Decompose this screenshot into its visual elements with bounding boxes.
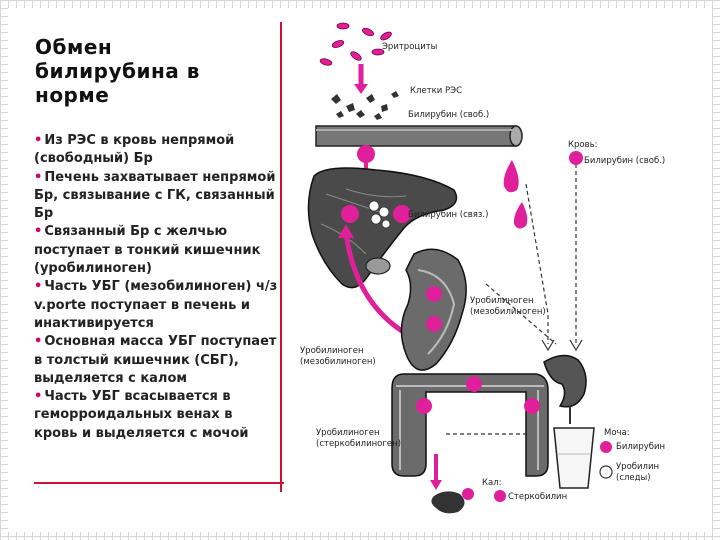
urobilinogen-drop-icon (466, 376, 482, 392)
slide-title: Обмен билирубина в норме (35, 35, 265, 107)
bullet-marker: • (34, 170, 42, 185)
bullet-marker: • (34, 224, 42, 239)
label-urobilin-trace: (следы) (616, 473, 651, 483)
label-stercobilinogen: (стеркобилиноген) (316, 439, 401, 449)
accent-line-horizontal (34, 482, 284, 484)
label-urine-bilirubin: Билирубин (616, 442, 665, 452)
drop-icon (504, 160, 519, 192)
bullet-item: •Часть УБГ всасывается в геморроидальных… (34, 388, 280, 443)
bullet-marker: • (34, 279, 42, 294)
bullet-item: •Основная масса УБГ поступает в толстый … (34, 333, 280, 388)
urine-cup-icon (554, 428, 594, 488)
bullet-marker: • (34, 334, 42, 349)
label-blood-bilirubin-free: Билирубин (своб.) (584, 156, 665, 166)
urobilinogen-drop-icon (524, 398, 540, 414)
drop-icon (514, 202, 527, 229)
bilirubin-drop-icon (341, 205, 359, 223)
label-erythrocytes: Эритроциты (382, 42, 437, 52)
bilirubin-metabolism-diagram: Эритроциты Клетки РЭС Билирубин (своб.) … (286, 14, 680, 518)
bullet-text: Из РЭС в кровь непрямой (свободный) Бр (34, 133, 234, 166)
bullet-list: •Из РЭС в кровь непрямой (свободный) Бр … (34, 132, 280, 443)
bilirubin-drop-icon (357, 145, 375, 163)
label-urobilin: Уробилин (616, 462, 659, 472)
label-urobilinogen: Уробилиноген (470, 296, 534, 306)
bullet-text: Печень захватывает непрямой Бр, связыван… (34, 170, 275, 222)
urine-bilirubin-dot (600, 441, 612, 453)
bullet-item: •Часть УБГ (мезобилиноген) ч/з v.porte п… (34, 278, 280, 333)
label-mesobilinogen: (мезобилиноген) (470, 307, 546, 317)
bilirubin-free-dot (569, 151, 583, 165)
label-urobilinogen: Уробилиноген (316, 428, 380, 438)
bullet-text: Основная масса УБГ поступает в толстый к… (34, 334, 276, 386)
label-bilirubin-bound: Билирубин (связ.) (408, 210, 488, 220)
title-line: Обмен (35, 35, 265, 59)
gallbladder-icon (366, 258, 390, 274)
label-urine: Моча: (604, 428, 630, 438)
bullet-marker: • (34, 389, 42, 404)
bullet-item: •Связанный Бр с желчью поступает в тонки… (34, 223, 280, 278)
urine-urobilin-dot (600, 466, 612, 478)
bullet-item: •Печень захватывает непрямой Бр, связыва… (34, 169, 280, 224)
title-line: норме (35, 83, 265, 107)
urobilinogen-drop-icon (416, 398, 432, 414)
bilirubin-drop-icon (426, 286, 442, 302)
bullet-item: •Из РЭС в кровь непрямой (свободный) Бр (34, 132, 280, 169)
bullet-text: Связанный Бр с желчью поступает в тонкий… (34, 224, 260, 276)
label-mesobilinogen: (мезобилиноген) (300, 357, 376, 367)
small-intestine-icon (401, 249, 466, 370)
title-line: билирубина в (35, 59, 265, 83)
accent-line-vertical (280, 22, 282, 492)
label-bilirubin-free: Билирубин (своб.) (408, 110, 489, 120)
label-urobilinogen: Уробилиноген (300, 346, 364, 356)
bullet-marker: • (34, 133, 42, 148)
bullet-text: Часть УБГ всасывается в геморроидальных … (34, 389, 249, 441)
feces-icon (431, 491, 464, 513)
res-cells-icon (331, 91, 399, 120)
label-blood: Кровь: (568, 140, 598, 150)
stercobilin-dot (494, 490, 506, 502)
label-feces: Кал: (482, 478, 502, 488)
kidney-icon (544, 355, 586, 406)
label-stercobilin: Стеркобилин (508, 492, 567, 502)
label-res-cells: Клетки РЭС (410, 86, 462, 96)
urobilinogen-drop-icon (426, 316, 442, 332)
bullet-text: Часть УБГ (мезобилиноген) ч/з v.porte по… (34, 279, 277, 331)
